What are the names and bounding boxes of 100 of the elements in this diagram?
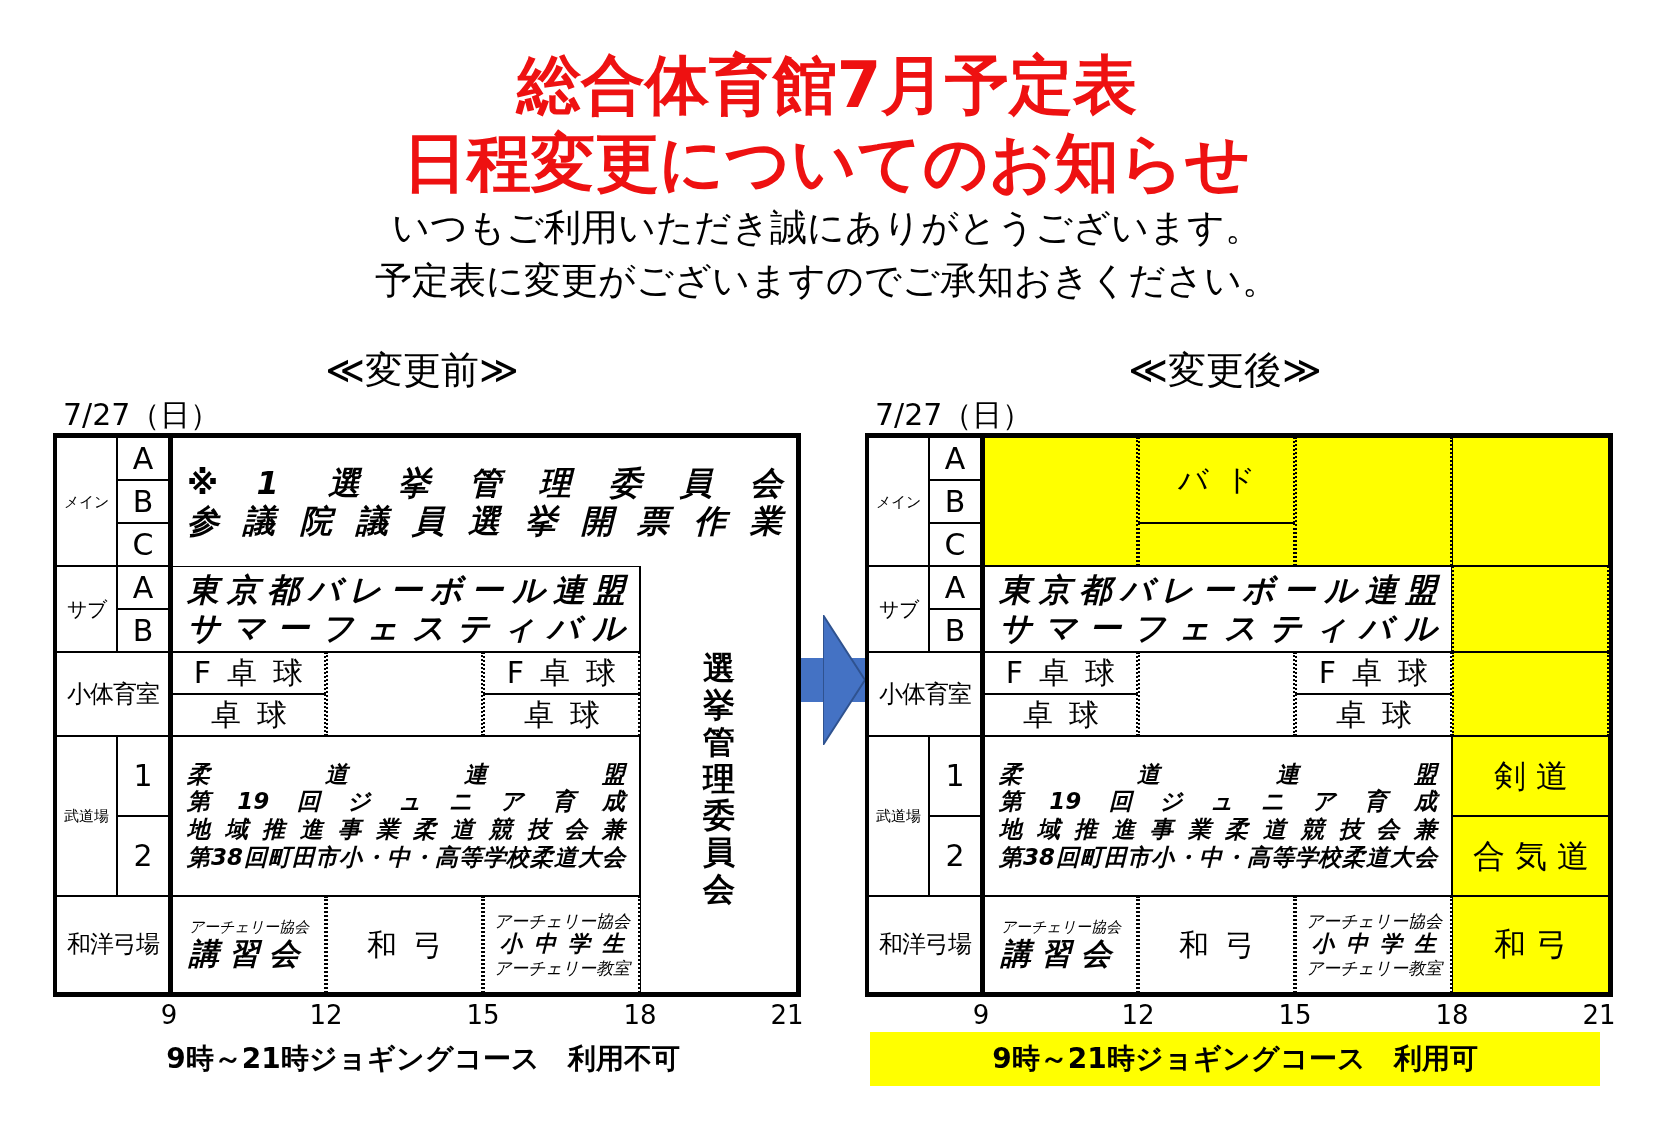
court-label: 1 [132,758,154,794]
schedule-cell [1295,896,1452,993]
schedule-cell [1452,736,1609,816]
header-cell [57,437,117,566]
time-tick: 21 [770,1000,804,1030]
subtitle: 日程変更についてのお知らせ [403,128,1251,199]
event-text: 東京都バレーボール連盟 [985,570,1451,609]
room-label: 小体育室 [877,679,972,709]
event-text: 選挙管理委員会 [701,650,736,908]
time-tick: 9 [972,1000,990,1030]
header-cell [929,816,981,896]
event-text: 第19回ジュニア育成 [985,788,1451,816]
event-text: 卓球 [522,697,617,733]
event-text: 第19回ジュニア育成 [173,788,639,816]
schedule-cell [1295,694,1452,736]
schedule-cell [1295,652,1452,694]
header-cell [929,437,981,480]
room-label: 和洋弓場 [877,930,972,959]
header-cell [57,566,117,652]
schedule-table [865,433,1613,997]
court-label: A [943,569,967,606]
room-label: 小体育室 [65,679,160,709]
event-text: アーチェリー教室 [492,957,633,979]
schedule-cell [981,896,1138,993]
court-label: 2 [944,838,966,874]
court-label: A [131,569,155,606]
schedule-cell [483,652,640,694]
empty-slot [326,652,483,736]
header-cell [57,652,169,736]
empty-slot [1138,523,1295,566]
schedule-table [53,433,801,997]
event-text: 剣道 [1492,756,1579,796]
room-label: サブ [65,597,108,621]
room-label: メイン [875,492,922,511]
event-text: アーチェリー協会 [187,917,311,936]
time-tick: 15 [466,1000,500,1030]
event-text: アーチェリー協会 [492,910,632,932]
notice-text: 予定表に変更がございますのでご承知おきください。 [375,258,1279,304]
event-text: バド [1176,462,1273,498]
event-text: 小中学生 [498,931,637,958]
header-cell [869,736,929,896]
court-label: C [943,526,967,563]
event-text: F卓球 [1317,655,1446,691]
jogging-note-bar: 9時～21時ジョギングコース 利用可 [870,1032,1600,1086]
event-text: 卓球 [209,697,304,733]
schedule-cell [981,652,1138,694]
event-text: アーチェリー協会 [999,917,1123,936]
header-cell [869,566,929,652]
event-text: 和弓 [365,926,460,963]
schedule-cell [169,896,326,993]
room-label: 武道場 [63,807,110,825]
event-text: 地域推進事業柔道競技会兼 [186,816,628,844]
title: 総合体育館7月予定表 [514,50,1139,121]
schedule-cell [1452,816,1609,896]
header-cell [929,523,981,566]
schedule-cell [1138,437,1295,523]
room-label: 武道場 [875,807,922,825]
schedule-cell [483,694,640,736]
header-cell [929,566,981,609]
court-label: B [943,483,967,520]
event-text: 地域推進事業柔道競技会兼 [998,816,1440,844]
header-cell [117,523,169,566]
header-cell [117,736,169,816]
event-text: 東京都バレーボール連盟 [173,570,639,609]
time-tick: 18 [623,1000,657,1030]
header-cell [117,437,169,480]
schedule-cell [981,694,1138,736]
jogging-note: 9時～21時ジョギングコース 利用不可 [166,1041,680,1077]
court-label: B [131,483,155,520]
empty-slot [981,437,1138,566]
court-label: A [943,440,967,477]
schedule-cell [640,566,797,993]
header-cell [869,437,929,566]
section-heading: ≪変更前≫ [325,347,519,394]
event-text: サマーフェスティバル [186,609,628,648]
court-label: B [943,612,967,649]
schedule-cell [169,694,326,736]
time-tick: 9 [160,1000,178,1030]
header-cell [869,896,981,993]
event-text: 講習会 [187,935,310,972]
schedule-cell [169,652,326,694]
time-tick: 18 [1435,1000,1469,1030]
empty-slot [1452,652,1609,736]
room-label: メイン [63,492,110,511]
room-label: 和洋弓場 [65,930,160,959]
event-text: アーチェリー協会 [1304,910,1444,932]
header-cell [869,652,981,736]
header-cell [117,816,169,896]
event-text: 小中学生 [1310,931,1449,958]
empty-slot [1138,652,1295,736]
date-label: 7/27（日） [875,396,1033,434]
event-text: F卓球 [1004,655,1133,691]
court-label: B [131,612,155,649]
event-text: サマーフェスティバル [998,609,1440,648]
time-tick: 12 [309,1000,343,1030]
court-label: C [131,526,155,563]
time-tick: 21 [1582,1000,1616,1030]
time-tick: 12 [1121,1000,1155,1030]
schedule-cell [981,566,1452,652]
event-text: 第38回町田市小・中・高等学校柔道大会 [998,843,1440,872]
